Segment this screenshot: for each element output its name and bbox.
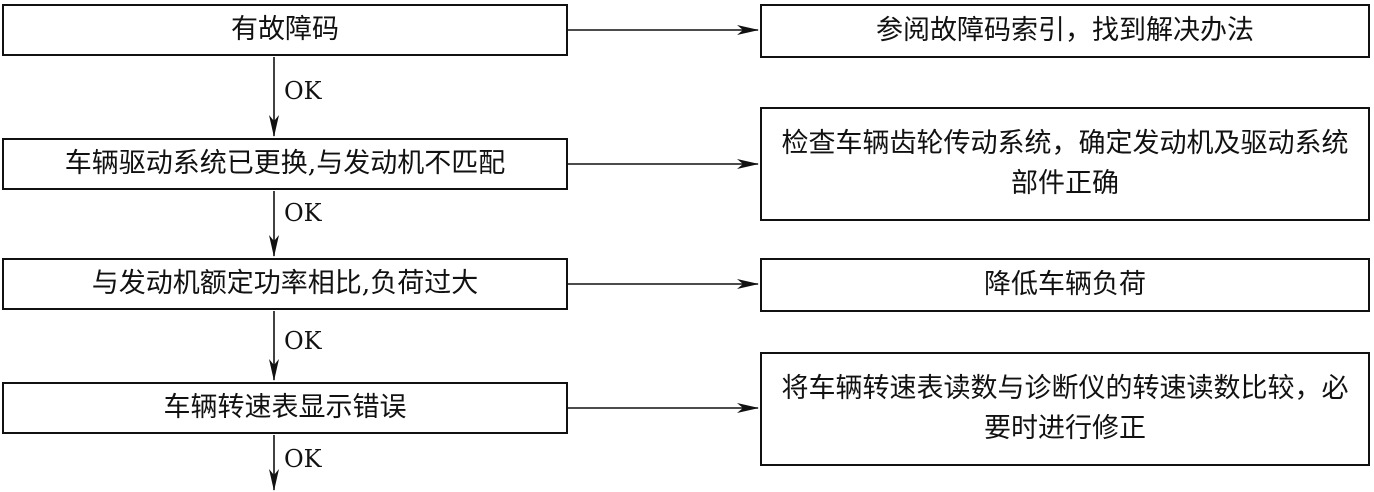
- action-label-2: 检查车辆齿轮传动系统，确定发动机及驱动系统部件正确: [781, 128, 1349, 199]
- condition-label-4: 车辆转速表显示错误: [163, 392, 407, 423]
- action-label-4: 将车辆转速表读数与诊断仪的转速读数比较，必要时进行修正: [781, 373, 1349, 444]
- ok-label-2: OK: [284, 199, 322, 227]
- ok-label-1: OK: [284, 77, 322, 105]
- ok-label-4: OK: [284, 445, 322, 473]
- condition-label-1: 有故障码: [231, 14, 339, 45]
- ok-label-3: OK: [284, 327, 322, 355]
- action-box-2: 检查车辆齿轮传动系统，确定发动机及驱动系统部件正确: [760, 107, 1370, 221]
- action-label-3: 降低车辆负荷: [984, 269, 1146, 300]
- action-box-1: 参阅故障码索引，找到解决办法: [760, 4, 1370, 58]
- condition-label-3: 与发动机额定功率相比,负荷过大: [91, 268, 479, 299]
- action-label-1: 参阅故障码索引，找到解决办法: [876, 15, 1254, 46]
- condition-label-2: 车辆驱动系统已更换,与发动机不匹配: [64, 148, 506, 179]
- condition-box-1: 有故障码: [2, 4, 568, 56]
- condition-box-3: 与发动机额定功率相比,负荷过大: [2, 258, 568, 310]
- action-box-3: 降低车辆负荷: [760, 258, 1370, 312]
- action-box-4: 将车辆转速表读数与诊断仪的转速读数比较，必要时进行修正: [760, 352, 1370, 466]
- condition-box-2: 车辆驱动系统已更换,与发动机不匹配: [2, 138, 568, 190]
- condition-box-4: 车辆转速表显示错误: [2, 382, 568, 434]
